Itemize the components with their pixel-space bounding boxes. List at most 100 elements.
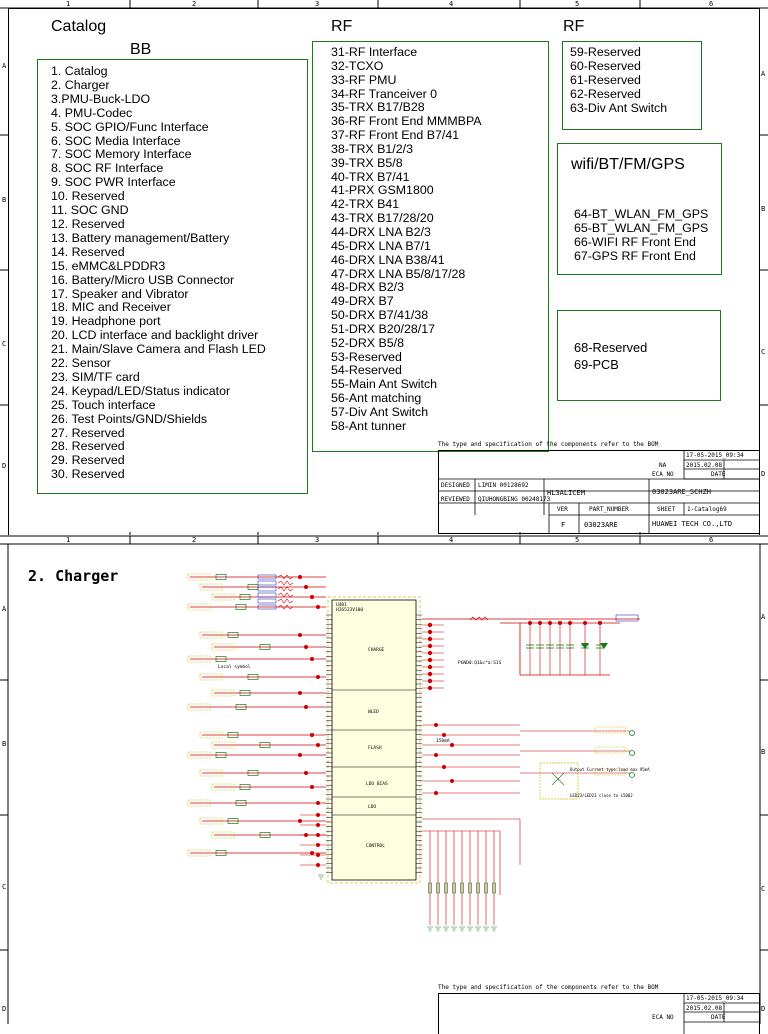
index-item: 38-TRX B1/2/3 (331, 141, 413, 156)
junction-dot (427, 685, 433, 691)
annotation: PGND0:Q1&c*a:S1S (458, 660, 502, 666)
resistor (444, 882, 448, 894)
index-item: 64-BT_WLAN_FM_GPS (574, 207, 709, 221)
junction-dot (450, 743, 454, 747)
row-letter: D (2, 462, 7, 470)
net-label (257, 586, 277, 592)
col-number: 4 (449, 0, 454, 8)
index-item: 7. SOC Memory Interface (51, 147, 192, 162)
resistor (492, 882, 496, 894)
junction-dot (427, 636, 433, 642)
na-label: NA (659, 462, 667, 469)
index-item: 31-RF Interface (331, 45, 418, 59)
annotation: LED23/LED23 close to L5002 (570, 793, 633, 798)
junction-dot (310, 851, 314, 855)
row-letter: D (761, 1005, 766, 1013)
row-letter: C (761, 885, 766, 893)
junction-dot (528, 621, 532, 625)
net-label (211, 831, 235, 839)
ic-highlight (327, 596, 421, 884)
col-number: 1 (66, 536, 71, 544)
net-label (187, 573, 211, 581)
resistor (239, 784, 251, 790)
net-label (594, 746, 626, 754)
junction-dot (310, 785, 314, 789)
junction-dot (450, 779, 454, 783)
index-item: 46-DRX LNA B38/41 (331, 252, 445, 267)
resistor (235, 800, 247, 806)
junction-dot (316, 813, 320, 817)
row-letter: D (761, 470, 766, 478)
ground (427, 926, 433, 932)
resistor (452, 882, 456, 894)
resistor (247, 674, 259, 680)
index-item: 27. Reserved (51, 425, 125, 440)
col-number: 4 (449, 536, 454, 544)
index-item: 44-DRX LNA B2/3 (331, 224, 431, 239)
ground (459, 926, 465, 932)
junction-dot (548, 621, 552, 625)
index-item: 24. Keypad/LED/Status indicator (51, 383, 231, 398)
junction-dot (427, 671, 433, 677)
junction-dot (298, 691, 302, 695)
junction-dot (427, 629, 433, 635)
net-label (211, 643, 235, 651)
resistor (235, 704, 247, 710)
junction-dot (558, 621, 562, 625)
ground (483, 926, 489, 932)
row-letter: A (2, 605, 7, 613)
index-item: 51-DRX B20/28/17 (331, 321, 436, 336)
pmu-ic (331, 599, 417, 881)
project-name: HL3ALICEM (547, 489, 585, 497)
index-item: 57-Div Ant Switch (331, 404, 429, 419)
title-block: 17-05-2015_09:34 2015.02.08 ECA NO DATE (438, 993, 760, 1034)
index-item: 15. eMMC&LPDDR3 (51, 258, 166, 273)
rf-title: RF (563, 18, 585, 35)
bb-title: BB (130, 41, 152, 58)
inductor (277, 604, 294, 610)
junction-dot (304, 705, 308, 709)
net-label (187, 655, 211, 663)
net-label (199, 769, 223, 777)
annotation: Output Current type:load max 95mA (570, 767, 650, 772)
inductor (277, 586, 294, 592)
index-item: 52-DRX B5/8 (331, 335, 405, 350)
index-item: 50-DRX B7/41/38 (331, 308, 429, 323)
resistor (215, 656, 227, 662)
index-item: 1. Catalog (51, 64, 108, 78)
index-item: 68-Reserved (574, 340, 648, 355)
index-item: 18. MIC and Receiver (51, 300, 171, 315)
junction-dot (316, 843, 320, 847)
block-label: CONTROL (366, 843, 385, 849)
net-label (257, 604, 277, 610)
junction-dot (427, 657, 433, 663)
index-item: 9. SOC PWR Interface (51, 175, 176, 190)
junction-dot (316, 823, 320, 827)
junction-dot (298, 753, 302, 757)
date-stamp: 17-05-2015_09:34 (686, 995, 744, 1002)
junction-dot (598, 621, 602, 625)
resistor (239, 594, 251, 600)
index-item: 5. SOC GPIO/Func Interface (51, 119, 209, 134)
net-label (257, 598, 277, 604)
resistor (476, 882, 480, 894)
index-item: 33-RF PMU (331, 72, 397, 87)
net-label (594, 726, 626, 734)
junction-dot (316, 743, 320, 747)
ic-ref: U401 (336, 602, 347, 608)
junction-dot (304, 645, 308, 649)
junction-dot (434, 753, 438, 757)
index-item: 23. SIM/TF card (51, 369, 140, 384)
ground (467, 926, 473, 932)
designed-label: DESIGNED (441, 482, 470, 489)
index-item: 67-GPS RF Front End (574, 248, 696, 263)
wifi-title: wifi/BT/FM/GPS (571, 156, 685, 173)
col-number: 1 (66, 0, 71, 8)
charger-schematic: U401 HI6523V100 CHARGE WLED FLASH LDO BI… (187, 573, 650, 932)
date-label: DATE (711, 1014, 726, 1021)
ground (451, 926, 457, 932)
